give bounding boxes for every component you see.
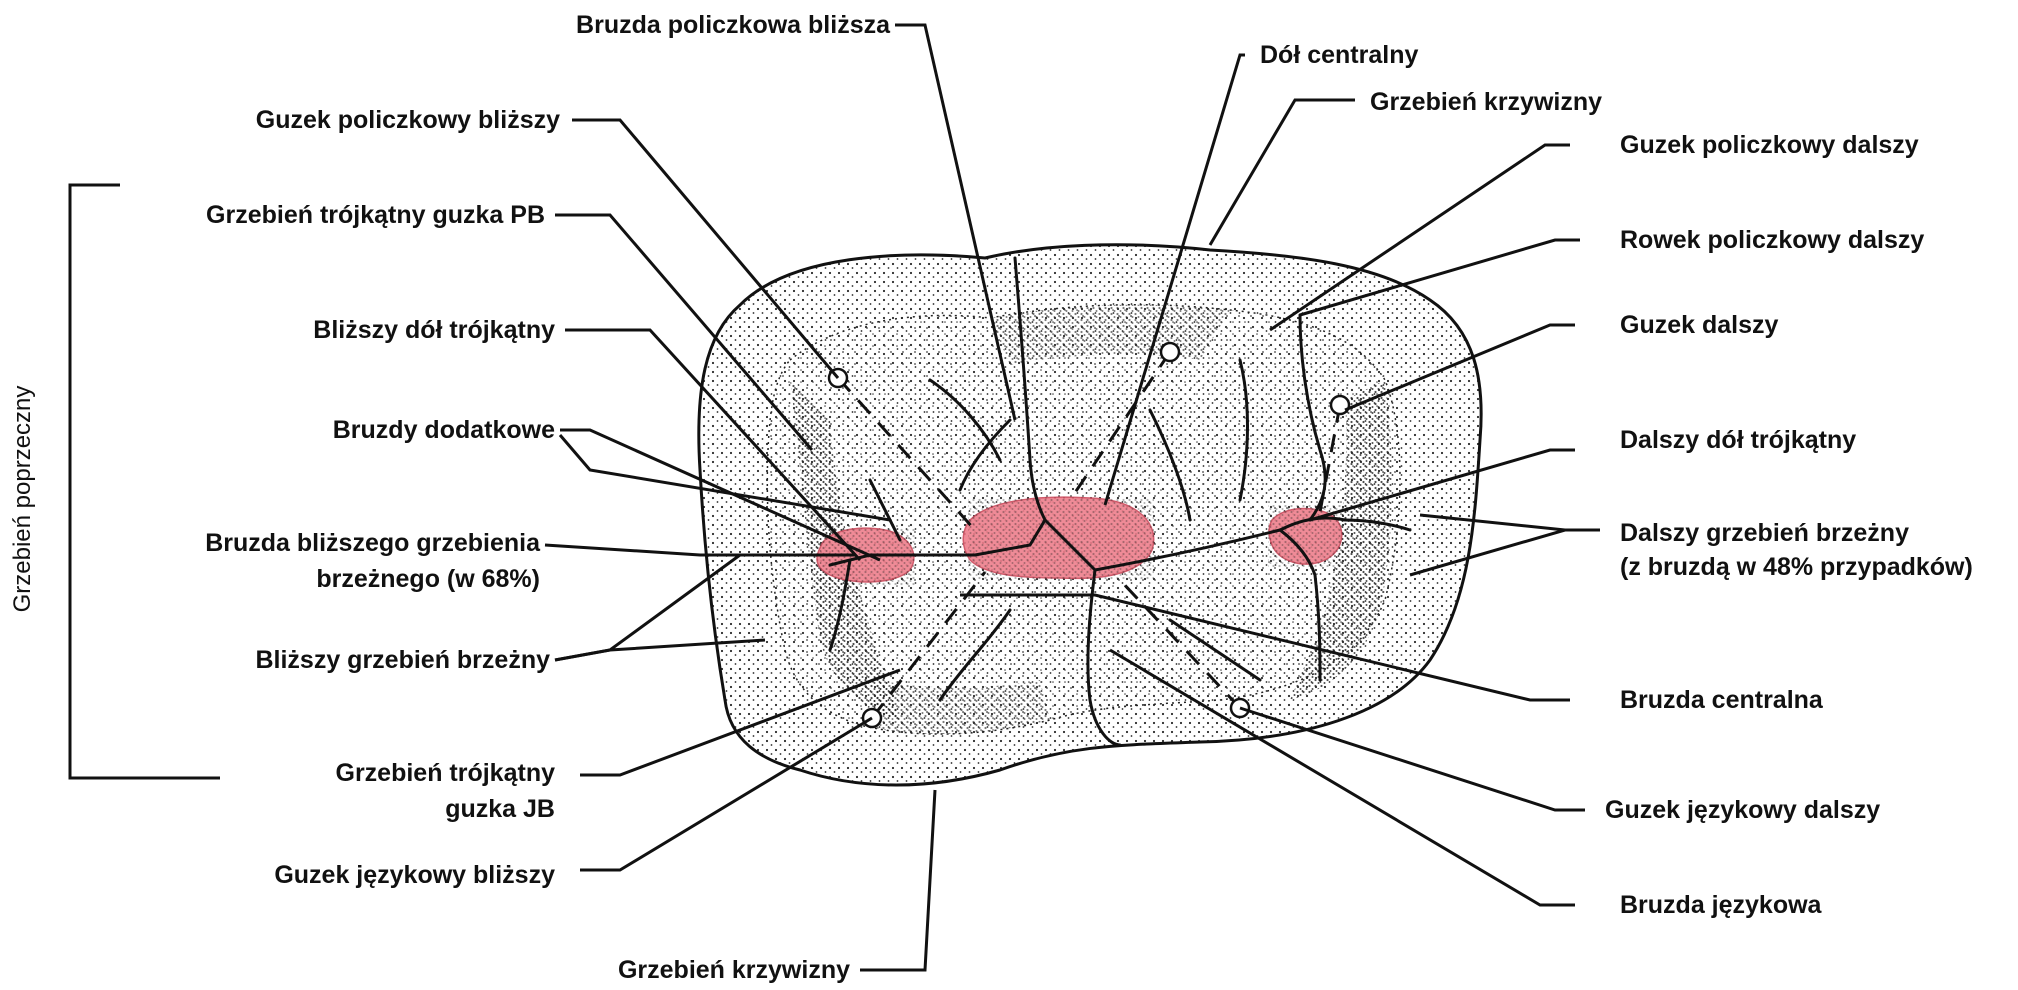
label-dol-centralny: Dół centralny bbox=[1260, 40, 1418, 70]
label-grzebien-trojkatny-jb-line1: Grzebień trójkątny bbox=[250, 758, 555, 788]
label-grzebien-trojkatny-guzka-pb: Grzebień trójkątny guzka PB bbox=[100, 200, 545, 230]
distobuccal-cusp-tip bbox=[1161, 343, 1179, 361]
label-rowek-policzkowy-dalszy: Rowek policzkowy dalszy bbox=[1620, 225, 1924, 255]
label-dalszy-grzebien-line2: (z bruzdą w 48% przypadków) bbox=[1620, 552, 1973, 582]
label-grzebien-poprzeczny: Grzebień poprzeczny bbox=[9, 384, 37, 614]
label-bruzda-blizszego-line1: Bruzda bliższego grzebienia bbox=[120, 528, 540, 558]
label-dalszy-dol-trojkatny: Dalszy dół trójkątny bbox=[1620, 425, 1856, 455]
label-bruzda-centralna: Bruzda centralna bbox=[1620, 685, 1823, 715]
label-bruzda-blizszego-line2: brzeżnego (w 68%) bbox=[120, 564, 540, 594]
label-blizszy-dol-trojkatny: Bliższy dół trójkątny bbox=[180, 315, 555, 345]
label-blizszy-grzebien-brzezny: Bliższy grzebień brzeżny bbox=[170, 645, 550, 675]
label-grzebien-trojkatny-jb-line2: guzka JB bbox=[250, 794, 555, 824]
label-guzek-policzkowy-dalszy: Guzek policzkowy dalszy bbox=[1620, 130, 1919, 160]
label-guzek-policzkowy-blizszy: Guzek policzkowy bliższy bbox=[130, 105, 560, 135]
label-bruzdy-dodatkowe: Bruzdy dodatkowe bbox=[220, 415, 555, 445]
label-grzebien-krzywizny-bottom: Grzebień krzywizny bbox=[480, 955, 850, 985]
label-guzek-dalszy: Guzek dalszy bbox=[1620, 310, 1778, 340]
label-dalszy-grzebien-line1: Dalszy grzebień brzeżny bbox=[1620, 518, 1909, 548]
label-bruzda-policzkowa-blizsza: Bruzda policzkowa bliższa bbox=[470, 10, 890, 40]
distal-cusp-tip bbox=[1331, 396, 1349, 414]
label-bruzda-jezykowa: Bruzda językowa bbox=[1620, 890, 1821, 920]
label-grzebien-krzywizny-top: Grzebień krzywizny bbox=[1370, 87, 1602, 117]
transverse-ridge-bracket bbox=[70, 185, 220, 778]
label-guzek-jezykowy-blizszy: Guzek językowy bliższy bbox=[150, 860, 555, 890]
label-guzek-jezykowy-dalszy: Guzek językowy dalszy bbox=[1605, 795, 1880, 825]
